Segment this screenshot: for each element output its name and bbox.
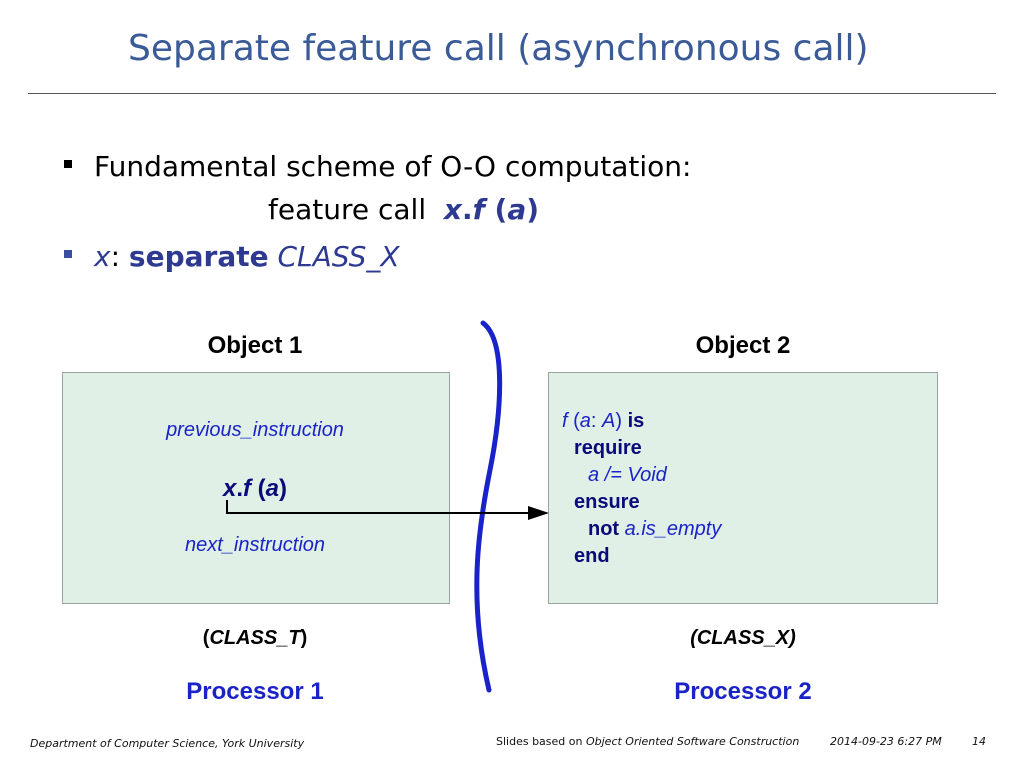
call-target: x <box>222 475 237 502</box>
feature-name: f <box>562 410 568 432</box>
call-argument: a <box>507 193 527 226</box>
call-feature: f <box>472 193 485 226</box>
call-argument: a <box>265 475 280 502</box>
call-close-paren: ) <box>526 193 540 226</box>
footer-source: Slides based on Object Oriented Software… <box>496 735 799 748</box>
bullet-1-text: Fundamental scheme of O-O computation: <box>94 150 692 183</box>
call-open-paren: ( <box>484 193 508 226</box>
object-2-class: (CLASS_X) <box>690 627 796 649</box>
footer-source-prefix: Slides based on <box>496 735 586 748</box>
bullet-square-icon <box>64 250 72 258</box>
footer-page-number: 14 <box>972 735 986 748</box>
separate-keyword: separate <box>128 240 269 273</box>
keyword-is: is <box>627 410 645 432</box>
footer-department: Department of Computer Science, York Uni… <box>30 737 305 750</box>
keyword-require: require <box>574 437 642 459</box>
declared-class: CLASS_X <box>268 240 400 273</box>
object-1-class: (CLASS_T) <box>155 627 355 650</box>
class-paren: ( <box>202 627 210 649</box>
class-paren: ) <box>300 627 308 649</box>
call-feature: f <box>243 475 251 502</box>
bullet-square-icon <box>64 160 72 168</box>
processor-1-label: Processor 1 <box>186 678 324 705</box>
title-divider <box>28 93 996 94</box>
call-arrow-head <box>528 506 549 520</box>
previous-instruction: previous_instruction <box>166 419 344 441</box>
code-paren: ( <box>567 410 580 432</box>
param-name: a <box>579 410 591 432</box>
bullet-separate-declaration: x: separate CLASS_X <box>64 240 400 273</box>
object-2-label: Object 2 <box>695 332 791 359</box>
declaration-colon: : <box>110 240 129 273</box>
code-line-precondition: a /= Void <box>562 462 721 489</box>
code-line-ensure: ensure <box>562 489 721 516</box>
call-arrow-line <box>226 500 530 514</box>
call-close-paren: ) <box>279 475 288 502</box>
bullet-1-subline: feature call x.f (a) <box>268 193 539 226</box>
separate-call: x.f (a) <box>62 475 448 503</box>
precondition-expr: a /= Void <box>588 464 667 486</box>
processor-2-label: Processor 2 <box>674 678 812 705</box>
call-dot: . <box>236 475 243 502</box>
code-line-postcondition: not a.is_empty <box>562 516 721 543</box>
keyword-end: end <box>574 545 610 567</box>
footer-datetime: 2014-09-23 6:27 PM <box>830 735 942 748</box>
next-instruction: next_instruction <box>184 534 326 556</box>
code-colon: : <box>590 410 603 432</box>
declared-entity: x <box>94 240 111 273</box>
feature-call-label: feature call <box>268 193 427 226</box>
call-dot: . <box>461 193 473 226</box>
code-line-end: end <box>562 543 721 570</box>
bullet-fundamental-scheme: Fundamental scheme of O-O computation: <box>64 150 691 183</box>
param-type: A <box>602 410 616 432</box>
processor-divider-wave <box>474 320 503 693</box>
keyword-ensure: ensure <box>574 491 640 513</box>
call-target: x <box>443 193 462 226</box>
object-2-box <box>548 372 938 604</box>
object-1-box <box>62 372 450 604</box>
postcondition-expr: a.is_empty <box>619 518 722 540</box>
code-paren: ) <box>615 410 628 432</box>
call-open-paren: ( <box>251 475 266 502</box>
feature-definition: f (a: A) is require a /= Void ensure not… <box>562 408 721 570</box>
class-name: CLASS_T <box>209 627 301 649</box>
slide-title: Separate feature call (asynchronous call… <box>128 28 869 69</box>
keyword-not: not <box>588 518 620 540</box>
footer-book-title: Object Oriented Software Construction <box>585 735 800 748</box>
code-line-signature: f (a: A) is <box>562 408 721 435</box>
code-line-require: require <box>562 435 721 462</box>
object-1-label: Object 1 <box>207 332 303 359</box>
